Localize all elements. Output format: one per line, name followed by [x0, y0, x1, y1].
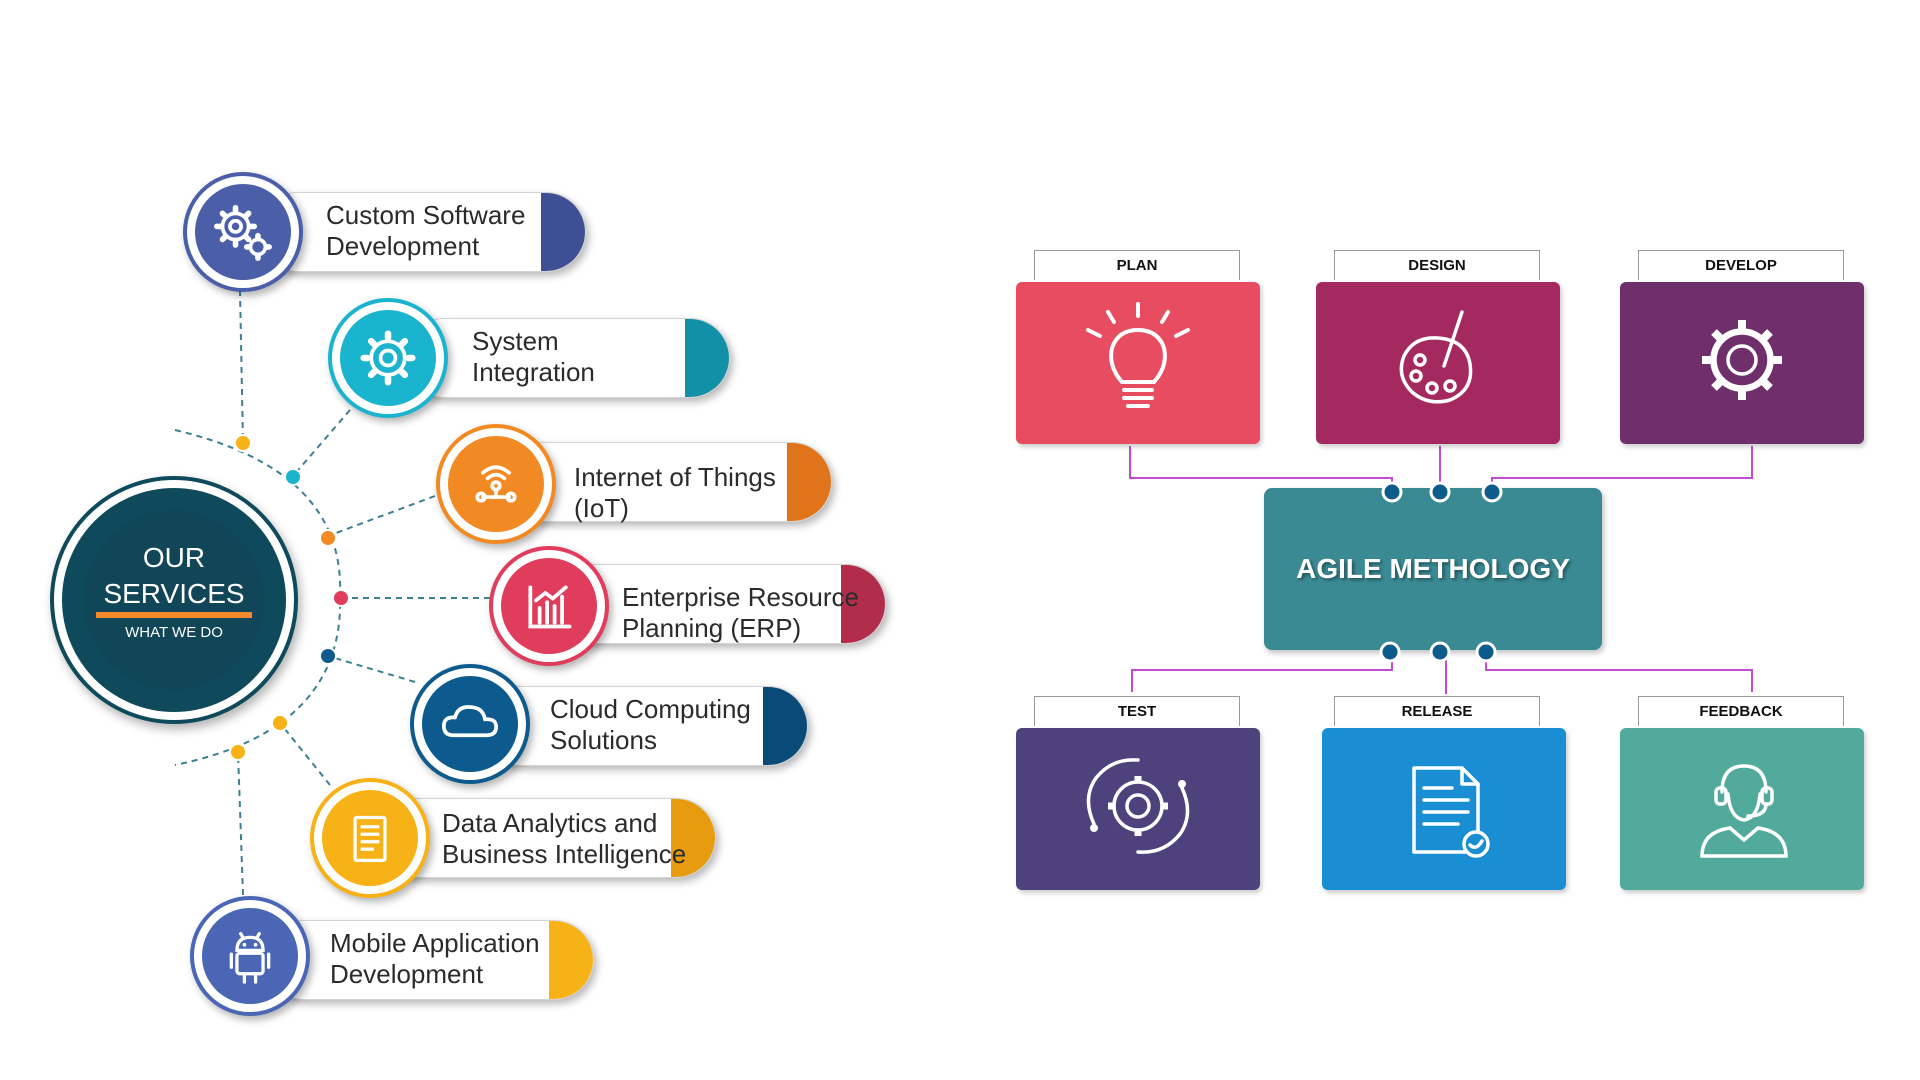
tab-test: TEST: [1034, 696, 1240, 726]
service-disc-cloud: [410, 664, 530, 784]
document-icon: [353, 815, 387, 863]
connector-dot-2: [284, 468, 302, 486]
service-label-iot: Internet of Things(IoT): [574, 462, 776, 523]
card-design: [1316, 282, 1560, 444]
tab-develop: DEVELOP: [1638, 250, 1844, 280]
dot-top-1: [1381, 481, 1403, 503]
connector-7: [237, 751, 244, 896]
android-icon: [229, 931, 271, 984]
connector-dot-3: [319, 529, 337, 547]
service-item-erp: [556, 564, 886, 644]
card-plan: [1016, 282, 1260, 444]
pill-accent: [787, 443, 831, 521]
dot-bottom-3: [1475, 641, 1497, 663]
connector-dot-6: [271, 714, 289, 732]
tab-feedback: FEEDBACK: [1638, 696, 1844, 726]
service-item-system-integration: [404, 318, 730, 398]
card-release: [1322, 728, 1566, 890]
service-disc-data-analytics: [310, 778, 430, 898]
connector-6: [279, 722, 331, 786]
pill-accent: [541, 193, 585, 271]
connector-1: [239, 289, 244, 444]
gear-icon: [360, 330, 416, 386]
hub-subtitle: WHAT WE DO: [125, 624, 223, 641]
card-develop: [1620, 282, 1864, 444]
dot-bottom-1: [1379, 641, 1401, 663]
hub-divider: [96, 612, 252, 618]
cloud-icon: [442, 705, 498, 738]
service-item-iot: [506, 442, 832, 522]
service-disc-erp: [489, 546, 609, 666]
gears-icon: [214, 204, 272, 261]
tab-release: RELEASE: [1334, 696, 1540, 726]
service-item-data-analytics: [380, 798, 716, 878]
connector-3: [327, 495, 436, 537]
service-item-mobile: [264, 920, 594, 1000]
document-check-icon: [1412, 766, 1490, 858]
gear-cycle-icon: [1086, 758, 1190, 854]
dot-bottom-2: [1429, 641, 1451, 663]
connector-dot-4: [332, 589, 350, 607]
agile-center-box: AGILE METHOLOGY: [1264, 488, 1602, 650]
lightbulb-icon: [1086, 302, 1190, 408]
connector-2: [292, 409, 351, 477]
hub-title-line2: SERVICES: [103, 578, 245, 609]
connector-5: [327, 655, 416, 683]
service-disc-system-integration: [328, 298, 448, 418]
pill-accent: [549, 921, 593, 999]
hub-title-line1: OUR: [142, 542, 206, 573]
tab-design: DESIGN: [1334, 250, 1540, 280]
dot-top-3: [1481, 481, 1503, 503]
tab-plan: PLAN: [1034, 250, 1240, 280]
pill-accent: [671, 799, 715, 877]
service-disc-custom-software: [183, 172, 303, 292]
connector-dot-5: [319, 647, 337, 665]
chart-icon: [528, 585, 572, 629]
service-disc-mobile: [190, 896, 310, 1016]
iot-icon: [475, 465, 517, 503]
gear-icon: [1702, 320, 1782, 400]
card-feedback: [1620, 728, 1864, 890]
connector-dot-1: [234, 434, 252, 452]
pill-accent: [763, 687, 807, 765]
card-test: [1016, 728, 1260, 890]
palette-icon: [1399, 310, 1473, 404]
connector-dot-7: [229, 743, 247, 761]
services-hub: OUR SERVICES WHAT WE DO: [50, 476, 298, 724]
service-item-cloud: [480, 686, 808, 766]
pill-accent: [841, 565, 885, 643]
dot-top-2: [1429, 481, 1451, 503]
agile-center-label: AGILE METHOLOGY: [1296, 553, 1570, 584]
pill-accent: [685, 319, 729, 397]
service-disc-iot: [436, 424, 556, 544]
headset-user-icon: [1700, 764, 1788, 858]
service-item-custom-software: [258, 192, 586, 272]
